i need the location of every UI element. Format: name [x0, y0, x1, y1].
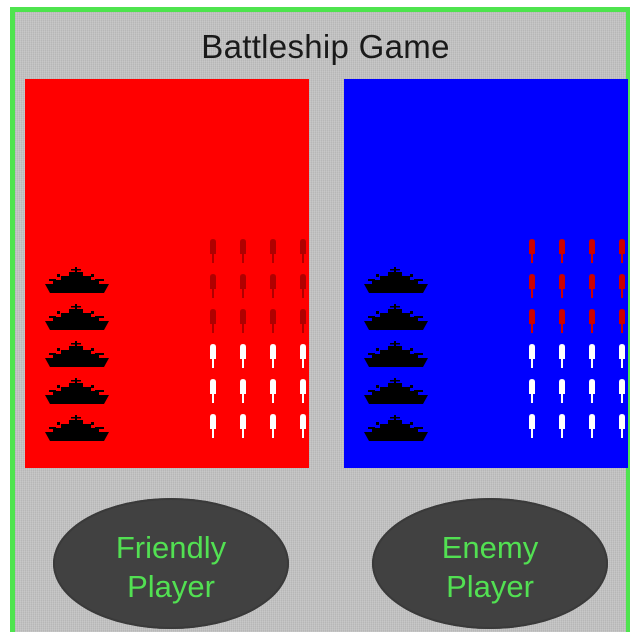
- friendly-miss-peg-icon: [239, 379, 247, 403]
- friendly-ship-icon: [45, 341, 109, 369]
- friendly-player-label-line2: Player: [53, 567, 289, 606]
- enemy-hit-peg-icon: [618, 239, 626, 263]
- enemy-miss-peg-icon: [528, 414, 536, 438]
- friendly-miss-peg-icon: [299, 379, 307, 403]
- enemy-miss-peg-icon: [588, 414, 596, 438]
- friendly-miss-peg-icon: [209, 379, 217, 403]
- friendly-hit-peg-icon: [209, 239, 217, 263]
- friendly-miss-peg-icon: [299, 344, 307, 368]
- friendly-ship-icon: [45, 304, 109, 332]
- enemy-hit-peg-icon: [558, 309, 566, 333]
- enemy-miss-peg-icon: [618, 379, 626, 403]
- friendly-miss-peg-icon: [269, 344, 277, 368]
- friendly-board: [25, 79, 309, 468]
- friendly-hit-peg-icon: [239, 239, 247, 263]
- friendly-hit-peg-icon: [299, 309, 307, 333]
- enemy-player-label: Enemy Player: [372, 528, 608, 606]
- friendly-ship-icon: [45, 415, 109, 443]
- enemy-hit-peg-icon: [618, 309, 626, 333]
- friendly-hit-peg-icon: [269, 239, 277, 263]
- friendly-hit-peg-icon: [239, 309, 247, 333]
- friendly-hit-peg-icon: [209, 309, 217, 333]
- enemy-ship-icon: [364, 341, 428, 369]
- enemy-hit-peg-icon: [528, 274, 536, 298]
- friendly-ship-icon: [45, 378, 109, 406]
- enemy-board: [344, 79, 628, 468]
- enemy-hit-peg-icon: [558, 239, 566, 263]
- friendly-player-label-line1: Friendly: [53, 528, 289, 567]
- enemy-hit-peg-icon: [588, 274, 596, 298]
- enemy-miss-peg-icon: [558, 344, 566, 368]
- friendly-hit-peg-icon: [269, 309, 277, 333]
- friendly-miss-peg-icon: [269, 414, 277, 438]
- friendly-miss-peg-icon: [239, 344, 247, 368]
- enemy-hit-peg-icon: [588, 309, 596, 333]
- friendly-player-button[interactable]: Friendly Player: [53, 498, 289, 629]
- enemy-player-label-line1: Enemy: [372, 528, 608, 567]
- enemy-ship-icon: [364, 378, 428, 406]
- friendly-hit-peg-icon: [209, 274, 217, 298]
- friendly-player-label: Friendly Player: [53, 528, 289, 606]
- enemy-miss-peg-icon: [588, 344, 596, 368]
- enemy-hit-peg-icon: [528, 309, 536, 333]
- friendly-ship-icon: [45, 267, 109, 295]
- enemy-hit-peg-icon: [558, 274, 566, 298]
- enemy-hit-peg-icon: [528, 239, 536, 263]
- enemy-miss-peg-icon: [558, 379, 566, 403]
- friendly-hit-peg-icon: [269, 274, 277, 298]
- friendly-miss-peg-icon: [209, 344, 217, 368]
- game-title: Battleship Game: [20, 28, 630, 66]
- friendly-hit-peg-icon: [239, 274, 247, 298]
- enemy-hit-peg-icon: [618, 274, 626, 298]
- enemy-player-button[interactable]: Enemy Player: [372, 498, 608, 629]
- enemy-miss-peg-icon: [588, 379, 596, 403]
- enemy-player-label-line2: Player: [372, 567, 608, 606]
- friendly-miss-peg-icon: [269, 379, 277, 403]
- game-window: Battleship Game Friendly Player Enemy Pl…: [10, 7, 630, 632]
- enemy-ship-icon: [364, 304, 428, 332]
- enemy-miss-peg-icon: [618, 344, 626, 368]
- enemy-ship-icon: [364, 415, 428, 443]
- friendly-hit-peg-icon: [299, 274, 307, 298]
- enemy-miss-peg-icon: [618, 414, 626, 438]
- friendly-hit-peg-icon: [299, 239, 307, 263]
- friendly-miss-peg-icon: [209, 414, 217, 438]
- friendly-miss-peg-icon: [239, 414, 247, 438]
- enemy-hit-peg-icon: [588, 239, 596, 263]
- enemy-miss-peg-icon: [528, 344, 536, 368]
- enemy-ship-icon: [364, 267, 428, 295]
- enemy-miss-peg-icon: [528, 379, 536, 403]
- friendly-miss-peg-icon: [299, 414, 307, 438]
- enemy-miss-peg-icon: [558, 414, 566, 438]
